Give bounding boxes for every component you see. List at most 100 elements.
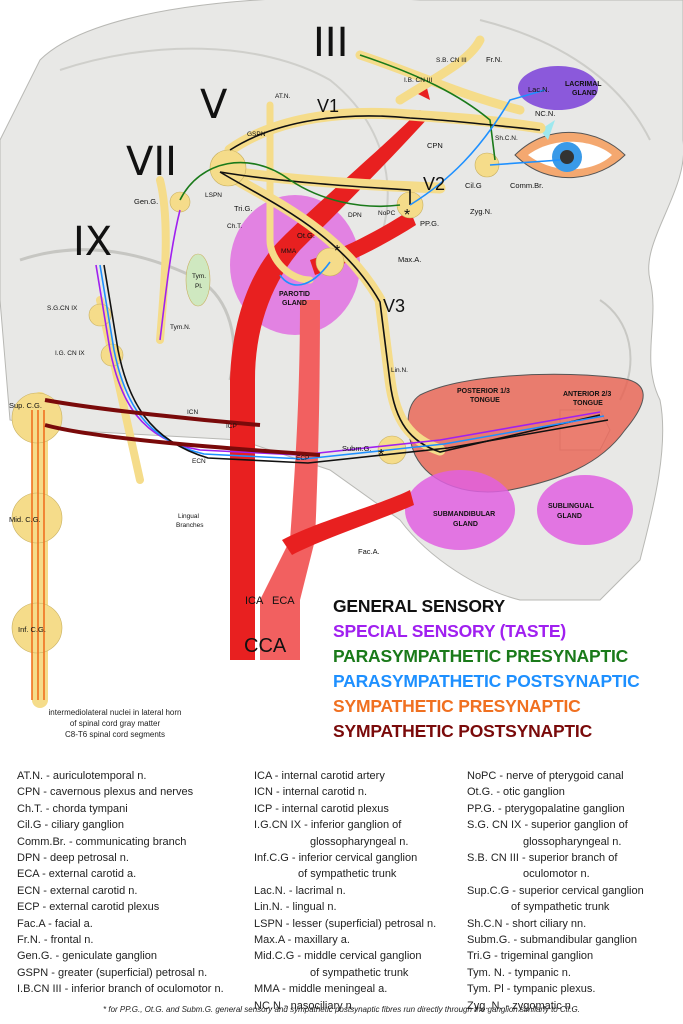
abbreviation-entry: Ot.G. - otic ganglion	[467, 786, 565, 799]
abbreviation-column-3: NoPC - nerve of pterygoid canal Ot.G. - …	[467, 768, 644, 1014]
lacrimal-gland-label-2: GLAND	[572, 90, 597, 97]
sublingual-gland-label-1: SUBLINGUAL	[548, 503, 595, 510]
ppg-asterisk: *	[404, 207, 410, 224]
abbreviation-entry: NC.N - nasociliary n.	[254, 999, 355, 1012]
nerve-fibers	[31, 54, 609, 700]
mma-label: MMA	[281, 248, 297, 255]
abbreviation-entry: ECA - external carotid a.	[17, 868, 137, 881]
nopc-label: NoPC	[378, 210, 396, 217]
sublingual-gland	[537, 475, 633, 545]
dpn-label: DPN	[348, 212, 362, 219]
at-n-label: AT.N.	[275, 93, 291, 100]
abbreviation-entry: ICP - internal carotid plexus	[254, 802, 389, 815]
lacrimal-gland-label-1: LACRIMAL	[565, 81, 602, 88]
abbreviation-entry: Fac.A - facial a.	[17, 917, 93, 930]
abbreviation-entry-continuation: of sympathetic trunk	[298, 868, 397, 881]
abbreviation-entry: AT.N. - auriculotemporal n.	[17, 770, 147, 782]
spinal-note-line: of spinal cord gray matter	[69, 719, 161, 728]
cpn-label: CPN	[427, 141, 443, 150]
lacrimal-gland	[518, 66, 598, 110]
abbreviation-entry: ECP - external carotid plexus	[17, 901, 160, 914]
eca-label: ECA	[272, 595, 295, 607]
abbreviation-entry: Comm.Br. - communicating branch	[17, 835, 187, 848]
subm-g-label: Subm.G.	[342, 444, 372, 453]
abbreviation-entry: Lin.N. - lingual n.	[254, 901, 337, 914]
abbreviation-entry-continuation: of sympathetic trunk	[310, 966, 409, 979]
cn-ix-label: IX	[73, 219, 112, 265]
v1-label: V1	[317, 96, 339, 116]
ganglia	[11, 149, 500, 654]
legend-parasympathetic-presynaptic: PARASYMPATHETIC PRESYNAPTIC	[333, 646, 629, 666]
abbreviation-entry: Fr.N. - frontal n.	[17, 934, 94, 947]
tri-g-label: Tri.G.	[234, 204, 252, 213]
abbreviation-entry: I.G.CN IX - inferior ganglion of	[254, 819, 402, 832]
otg-asterisk: *	[334, 243, 340, 260]
submg-asterisk: *	[378, 447, 384, 464]
parotid-gland-label-1: PAROTID	[279, 291, 310, 298]
nc-n-label: NC.N.	[535, 109, 555, 118]
abbreviation-entry: Gen.G. - geniculate ganglion	[17, 950, 158, 963]
icp-label: ICP	[226, 423, 237, 430]
v3-label: V3	[383, 296, 405, 316]
legend-general-sensory: GENERAL SENSORY	[333, 596, 506, 616]
submandibular-gland-label-1: SUBMANDIBULAR	[433, 511, 495, 518]
tympanic-plexus	[185, 253, 211, 307]
abbreviation-entry: S.B. CN III - superior branch of	[467, 852, 618, 865]
ica-label: ICA	[245, 595, 264, 607]
v2-label: V2	[423, 174, 445, 194]
gspn-label: GSPN	[247, 131, 266, 138]
abbreviation-entry: CPN - cavernous plexus and nerves	[17, 786, 194, 799]
fac-a-label: Fac.A.	[358, 547, 380, 556]
spinal-note-line: C8-T6 spinal cord segments	[64, 730, 166, 739]
sublingual-gland-label-2: GLAND	[557, 513, 582, 520]
mid-cg-label: Mid. C.G.	[9, 515, 41, 524]
superior-cervical-ganglion	[11, 392, 63, 444]
abbreviation-entry: DPN - deep petrosal n.	[17, 852, 129, 865]
legend-special-sensory: SPECIAL SENSORY (TASTE)	[333, 621, 566, 641]
cn-v-label: V	[200, 82, 228, 128]
spinal-note-line: intermediolateral nuclei in lateral horn	[48, 708, 182, 717]
posterior-tongue-label-1: POSTERIOR 1/3	[457, 388, 510, 395]
pp-g-label: PP.G.	[420, 219, 439, 228]
abbreviation-entry-continuation: glossopharyngeal n.	[523, 835, 622, 848]
abbreviation-entry: Sup.C.G - superior cervical ganglion	[467, 884, 644, 897]
submandibular-gland-label-2: GLAND	[453, 521, 478, 528]
comm-br-label: Comm.Br.	[510, 181, 543, 190]
abbreviation-entry: PP.G. - pterygopalatine ganglion	[467, 802, 625, 815]
ot-g-label: Ot.G.	[297, 231, 315, 240]
lingual-branches-label-2: Branches	[176, 522, 204, 529]
abbreviation-entry: ICN - internal carotid n.	[254, 786, 368, 799]
abbreviation-entry: Lac.N. - lacrimal n.	[254, 884, 346, 897]
cil-g-label: Cil.G	[465, 181, 482, 190]
anterior-tongue-label-1: ANTERIOR 2/3	[563, 391, 611, 398]
sh-c-n-label: Sh.C.N.	[495, 135, 518, 142]
tym-pl-label-1: Tym.	[192, 273, 206, 280]
cca-label: CCA	[244, 635, 287, 657]
middle-cervical-ganglion	[11, 492, 63, 544]
max-a-label: Max.A.	[398, 255, 421, 264]
inf-cg-label: Inf. C.G.	[18, 625, 46, 634]
tongue	[407, 373, 644, 493]
abbreviation-entry: Tym. Pl - tympanic plexus.	[467, 983, 596, 996]
gen-g-label: Gen.G.	[134, 197, 158, 206]
abbreviation-entry: LSPN - lesser (superficial) petrosal n.	[254, 917, 437, 930]
cn-vii-label: VII	[126, 139, 177, 185]
tym-n-label: Tym.N.	[170, 324, 191, 331]
icn-label: ICN	[187, 409, 199, 416]
abbreviation-entry: Tri.G - trigeminal ganglion	[467, 950, 594, 963]
ib-cn-iii-label: I.B. CN III	[404, 77, 432, 84]
lingual-branches-label-1: Lingual	[178, 513, 200, 520]
cranial-nerve-diagram: III V VII IX V1 V2 V3 S.B. CN III I.B. C…	[0, 0, 683, 708]
trigeminal-ganglion	[209, 149, 247, 187]
ecn-label: ECN	[192, 458, 206, 465]
abbreviation-entry: Max.A - maxillary a.	[254, 934, 350, 947]
anterior-tongue-label-2: TONGUE	[573, 400, 603, 407]
fr-n-label: Fr.N.	[486, 55, 502, 64]
abbreviation-entry: Subm.G. - submandibular ganglion	[467, 934, 637, 947]
parotid-gland-label-2: GLAND	[282, 300, 307, 307]
abbreviation-entry: Cil.G - ciliary ganglion	[17, 819, 124, 832]
abbreviation-entry: ICA - internal carotid artery	[254, 770, 385, 782]
ig-cn-ix-label: I.G. CN IX	[55, 350, 85, 357]
abbreviation-entry: Ch.T. - chorda tympani	[17, 802, 128, 815]
abbreviation-entry-continuation: glossopharyngeal n.	[310, 835, 409, 848]
